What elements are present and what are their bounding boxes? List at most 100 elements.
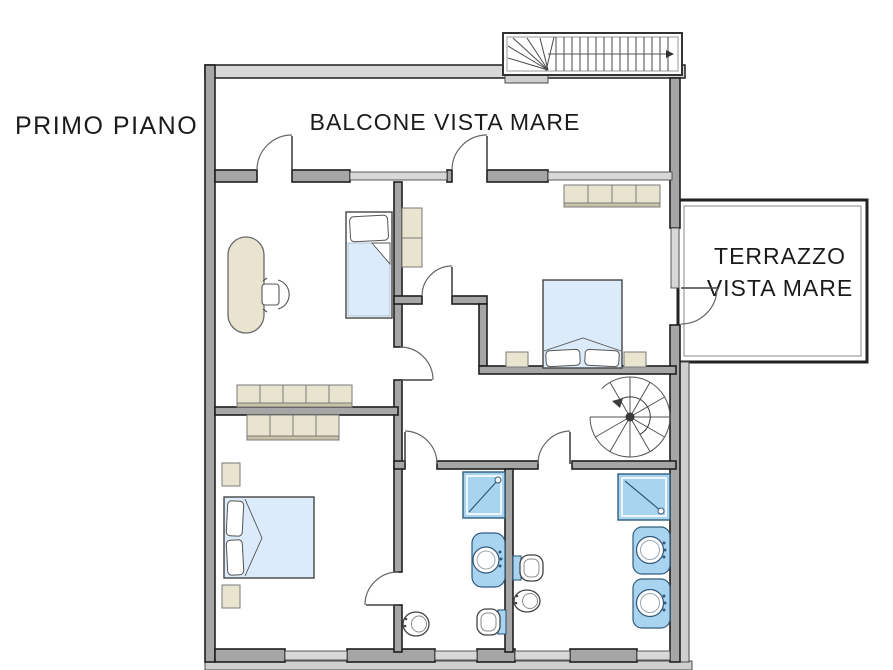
furniture bbox=[221, 184, 661, 609]
floor-title: PRIMO PIANO bbox=[15, 112, 198, 140]
balcony-label: BALCONE VISTA MARE bbox=[310, 109, 581, 135]
toilet-icon bbox=[512, 554, 544, 582]
spiral-staircase bbox=[589, 376, 671, 458]
wall-hall-bottom-b bbox=[436, 460, 539, 470]
wall-bottom-a bbox=[214, 648, 286, 663]
window-terrace bbox=[670, 227, 680, 289]
washbasin-icon bbox=[632, 578, 671, 629]
tap-dot bbox=[662, 594, 666, 598]
bidet-body bbox=[402, 611, 430, 637]
stair-winder-treads bbox=[507, 36, 555, 72]
door-arc bbox=[399, 346, 434, 381]
tap-dot bbox=[663, 548, 667, 552]
bathroom-1 bbox=[402, 471, 507, 637]
shower-head bbox=[657, 507, 665, 515]
wall-hall-bottom-a bbox=[393, 460, 406, 470]
doors bbox=[256, 134, 718, 606]
oval-desk bbox=[227, 236, 265, 334]
terrace-wall bbox=[676, 198, 869, 364]
single-bed bbox=[345, 211, 393, 319]
door-balcony-left bbox=[256, 134, 293, 171]
wardrobe-handle-band bbox=[236, 402, 353, 408]
tap-dot bbox=[498, 550, 502, 554]
bathroom-2 bbox=[512, 473, 671, 629]
wall-right-lower bbox=[669, 324, 681, 663]
door-arc bbox=[451, 134, 488, 171]
bidet-icon bbox=[402, 611, 430, 637]
wall-hall-bottom-c bbox=[571, 460, 677, 470]
double-bed-left bbox=[223, 496, 315, 579]
double-bed-master bbox=[542, 279, 623, 369]
door-arc bbox=[421, 265, 453, 297]
door-bedroom-bottom-left bbox=[364, 571, 399, 606]
tap-dot bbox=[403, 624, 407, 628]
shower-door-line bbox=[624, 480, 662, 512]
wall-master-left bbox=[478, 303, 488, 367]
pillow bbox=[584, 348, 620, 368]
tap-dot bbox=[514, 601, 518, 605]
blanket-fold-lines bbox=[244, 498, 263, 577]
wardrobe-handle-band bbox=[246, 435, 340, 441]
terrace: TERRAZZO VISTA MARE bbox=[676, 198, 869, 364]
windows bbox=[284, 171, 680, 661]
door-bedroom-top-left bbox=[399, 346, 434, 381]
bidet-body bbox=[513, 589, 541, 613]
nightstand bbox=[505, 351, 529, 368]
terrace-wall-inner-line bbox=[683, 205, 862, 357]
single-bed-fold bbox=[371, 242, 391, 266]
door-arc bbox=[404, 430, 438, 465]
wall-center-vertical-lower bbox=[393, 604, 403, 653]
washbasin-icon bbox=[632, 526, 671, 575]
nightstand bbox=[623, 351, 647, 368]
door-terrace bbox=[680, 287, 718, 325]
wall-bedroom-divider bbox=[214, 406, 399, 416]
stair-landing bbox=[504, 74, 549, 84]
pillow bbox=[225, 539, 245, 576]
tap-dot bbox=[663, 601, 667, 605]
spiral-arrow-icon bbox=[612, 398, 623, 408]
door-bathroom-2 bbox=[537, 430, 571, 465]
wall-right-upper bbox=[669, 77, 681, 229]
wall-center-vertical-upper bbox=[393, 181, 403, 348]
door-arc bbox=[680, 287, 718, 325]
walls bbox=[204, 64, 681, 663]
window-balcony-right bbox=[547, 171, 673, 181]
basin-inner bbox=[476, 550, 496, 570]
window-bottom-bath2a bbox=[514, 650, 571, 661]
chair-back bbox=[277, 279, 290, 310]
spiral-outer-arc bbox=[589, 376, 671, 458]
stair-direction-arrow-icon bbox=[666, 50, 674, 58]
window-balcony-left bbox=[349, 171, 448, 181]
washbasin-icon bbox=[471, 532, 506, 588]
door-arc bbox=[256, 134, 293, 171]
window-bottom-bath2b bbox=[636, 650, 671, 661]
wardrobe-master-side bbox=[401, 207, 423, 268]
shower-inner bbox=[621, 477, 667, 517]
shower-door-line bbox=[468, 479, 499, 513]
bottom-sill bbox=[204, 660, 693, 670]
shower-inner bbox=[466, 475, 502, 515]
wardrobe-row-bottom-bedroom bbox=[246, 414, 340, 441]
door-balcony-master bbox=[451, 134, 488, 171]
bidet-inner bbox=[522, 593, 538, 609]
wall-bottom-d bbox=[569, 648, 638, 663]
wall-top-a bbox=[214, 169, 258, 183]
window-bottom-bath1 bbox=[434, 650, 478, 661]
tap-dot bbox=[515, 594, 519, 598]
wardrobe-handle-band bbox=[563, 202, 661, 208]
shower-icon bbox=[462, 471, 506, 519]
wardrobe-master-top bbox=[563, 184, 661, 208]
bidet-inner bbox=[411, 615, 427, 633]
window-bottom-bedroom bbox=[284, 650, 348, 661]
spiral-direction-arc bbox=[615, 396, 651, 435]
wall-stub-left bbox=[393, 295, 423, 305]
tap-dot bbox=[662, 608, 666, 612]
wall-top-c bbox=[446, 169, 453, 183]
chair-seat bbox=[261, 283, 280, 306]
nightstand bbox=[221, 462, 241, 487]
external-staircase bbox=[502, 32, 683, 84]
stair-inner-outline bbox=[506, 36, 679, 72]
wall-top-b bbox=[291, 169, 351, 183]
